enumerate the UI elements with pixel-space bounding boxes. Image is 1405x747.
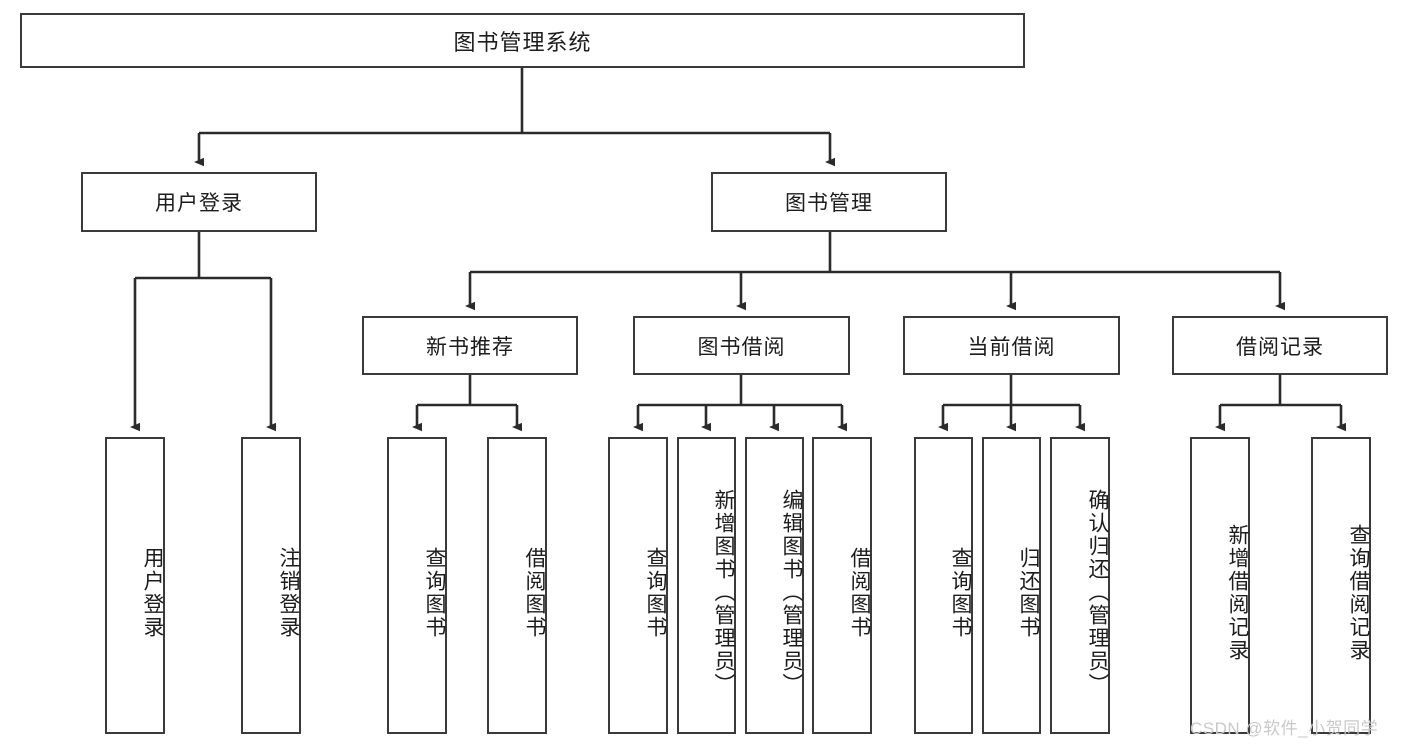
node-book-borrow-label: 图书借阅 xyxy=(697,335,786,359)
leaf-label: 注销登录 xyxy=(277,546,300,639)
node-borrow-record-label: 借阅记录 xyxy=(1236,335,1324,359)
leaf-label: 查询图书 xyxy=(423,546,446,639)
leaf-return-book[interactable]: 归还图书 xyxy=(982,437,1041,734)
node-new-book-recommend-label: 新书推荐 xyxy=(426,335,514,359)
node-current-borrow-label: 当前借阅 xyxy=(967,335,1056,359)
node-root[interactable]: 图书管理系统 xyxy=(20,13,1025,68)
leaf-query-book-borrow[interactable]: 查询图书 xyxy=(608,437,668,734)
leaf-label: 归还图书 xyxy=(1017,546,1040,639)
leaf-label: 借阅图书 xyxy=(848,546,871,639)
node-book-management-label: 图书管理 xyxy=(785,192,873,215)
leaf-add-borrow-record[interactable]: 新增借阅记录 xyxy=(1190,437,1250,734)
leaf-query-book-recommend[interactable]: 查询图书 xyxy=(387,437,447,734)
node-book-borrow[interactable]: 图书借阅 xyxy=(633,316,850,375)
watermark: CSDN @软件_小贺同学 xyxy=(1190,719,1379,738)
leaf-logout[interactable]: 注销登录 xyxy=(241,437,301,734)
leaf-label: 借阅图书 xyxy=(523,546,546,639)
leaf-label: 查询图书 xyxy=(949,546,972,639)
leaf-user-login[interactable]: 用户登录 xyxy=(105,437,165,734)
node-borrow-record[interactable]: 借阅记录 xyxy=(1172,316,1388,375)
leaf-borrow-book[interactable]: 借阅图书 xyxy=(812,437,872,734)
leaf-query-book-current[interactable]: 查询图书 xyxy=(914,437,973,734)
leaf-edit-book-admin[interactable]: 编辑图书（管理员） xyxy=(745,437,804,734)
leaf-label: 查询图书 xyxy=(644,546,667,639)
leaf-label: 用户登录 xyxy=(141,546,164,639)
node-new-book-recommend[interactable]: 新书推荐 xyxy=(362,316,578,375)
node-user-login-label: 用户登录 xyxy=(155,192,243,215)
leaf-borrow-book-recommend[interactable]: 借阅图书 xyxy=(487,437,547,734)
node-user-login[interactable]: 用户登录 xyxy=(81,172,317,232)
node-book-management[interactable]: 图书管理 xyxy=(711,172,947,232)
leaf-label: 新增图书（管理员） xyxy=(712,489,735,696)
node-current-borrow[interactable]: 当前借阅 xyxy=(903,316,1120,375)
node-root-label: 图书管理系统 xyxy=(453,29,592,55)
leaf-confirm-return-admin[interactable]: 确认归还（管理员） xyxy=(1050,437,1110,734)
leaf-label: 查询借阅记录 xyxy=(1347,523,1370,662)
leaf-add-book-admin[interactable]: 新增图书（管理员） xyxy=(677,437,736,734)
leaf-label: 编辑图书（管理员） xyxy=(780,489,803,696)
leaf-label: 确认归还（管理员） xyxy=(1086,489,1109,696)
leaf-label: 新增借阅记录 xyxy=(1226,523,1249,662)
leaf-query-borrow-record[interactable]: 查询借阅记录 xyxy=(1311,437,1371,734)
